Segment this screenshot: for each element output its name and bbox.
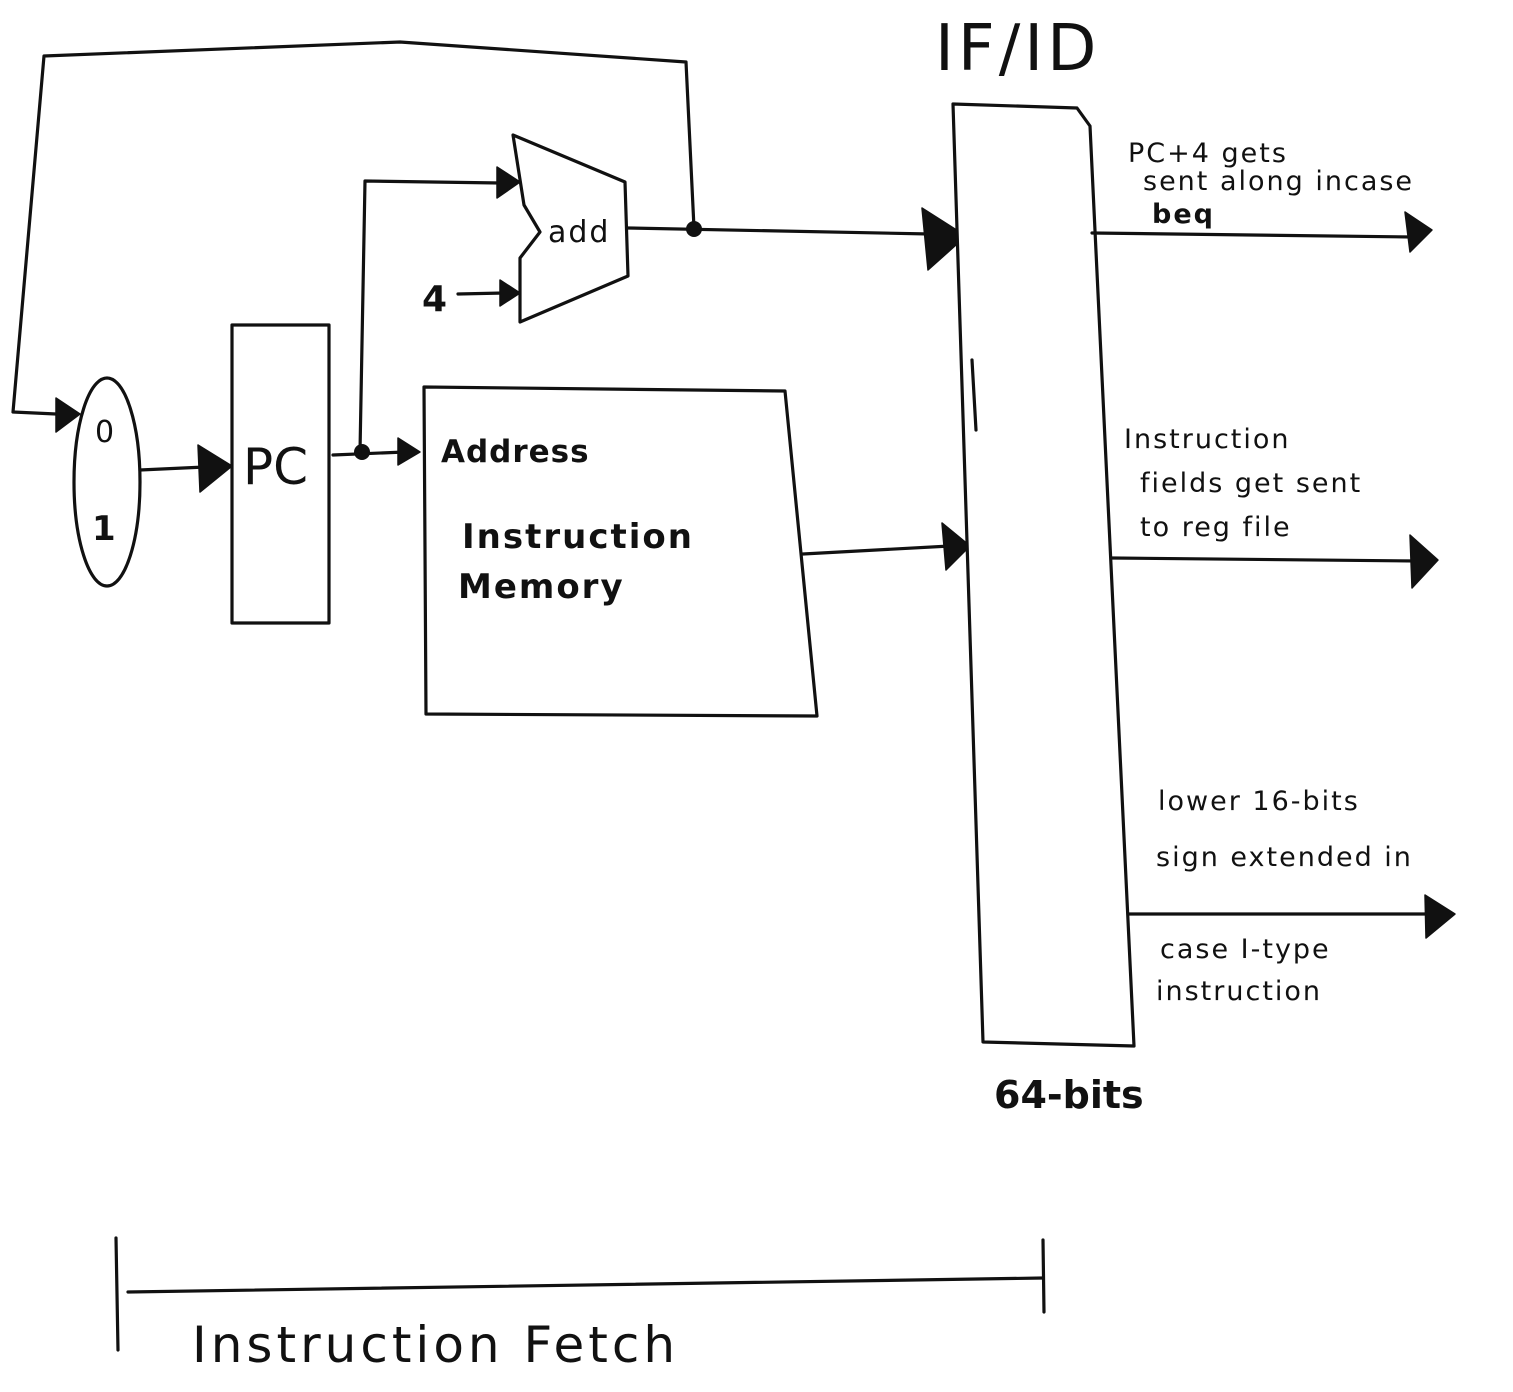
- memory-title-line2: Memory: [458, 567, 625, 607]
- pc-source-mux: [72, 376, 142, 588]
- pc-to-adder-wire: [358, 179, 502, 454]
- constant-to-adder-wire: [456, 291, 506, 296]
- instruction-memory: [422, 385, 819, 718]
- memory-address-label: Address: [441, 434, 590, 470]
- instruction-note-line1: Instruction: [1124, 424, 1291, 455]
- if-id-pc4-input-arrowhead: [921, 207, 967, 271]
- instruction-note-line2: fields get sent: [1140, 468, 1362, 499]
- pc4-note-line2: sent along incase: [1143, 166, 1414, 197]
- pc4-note-line1: PC+4 gets: [1128, 138, 1288, 169]
- if-id-title: IF/ID: [935, 12, 1100, 86]
- mux-input-0-arrowhead: [55, 397, 81, 433]
- mux-input-0-label: 0: [95, 415, 114, 450]
- memory-address-arrowhead: [397, 437, 421, 466]
- adder-to-if-id-wire: [626, 226, 932, 236]
- adder-output-junction: [686, 221, 702, 237]
- pc4-output-arrowhead: [1404, 211, 1433, 253]
- if-id-instruction-output-wire: [1110, 556, 1420, 563]
- if-id-instruction-input-arrowhead: [941, 522, 971, 571]
- instruction-output-arrowhead: [1409, 534, 1439, 589]
- adder-constant-label: 4: [422, 279, 447, 320]
- instruction-note-line3: to reg file: [1140, 512, 1292, 543]
- mux-input-1-label: 1: [92, 509, 116, 549]
- mux-to-pc-wire: [138, 465, 207, 472]
- pc4-note-line3: beq: [1152, 199, 1215, 230]
- stage-span-left-tick: [114, 1236, 120, 1352]
- immediate-output-arrowhead: [1424, 894, 1456, 939]
- memory-title-line1: Instruction: [462, 517, 694, 557]
- immediate-note-line2: sign extended in: [1156, 842, 1413, 873]
- adder-label: add: [548, 215, 610, 250]
- pc-adder: [511, 133, 630, 324]
- memory-to-if-id-wire: [801, 544, 952, 556]
- pc-input-arrowhead: [197, 444, 233, 493]
- if-id-pc4-output-wire: [1090, 231, 1414, 239]
- stage-span-label: Instruction Fetch: [192, 1316, 679, 1374]
- pc-plus-4-feedback-wire: [11, 40, 696, 416]
- adder-input-b-arrowhead: [499, 279, 521, 307]
- adder-input-a-arrowhead: [496, 166, 521, 199]
- pc-branch-junction: [354, 444, 370, 460]
- immediate-note-line4: instruction: [1156, 976, 1322, 1007]
- pc-register: [230, 323, 331, 625]
- if-id-register: [951, 102, 1136, 1048]
- immediate-note-line1: lower 16-bits: [1158, 786, 1360, 817]
- if-id-width-label: 64-bits: [994, 1073, 1144, 1117]
- stage-span-line: [126, 1276, 1045, 1294]
- stage-span-right-tick: [1041, 1238, 1046, 1314]
- if-id-register-tick: [970, 358, 978, 432]
- pc-label: PC: [243, 438, 308, 496]
- immediate-note-line3: case I-type: [1160, 934, 1331, 965]
